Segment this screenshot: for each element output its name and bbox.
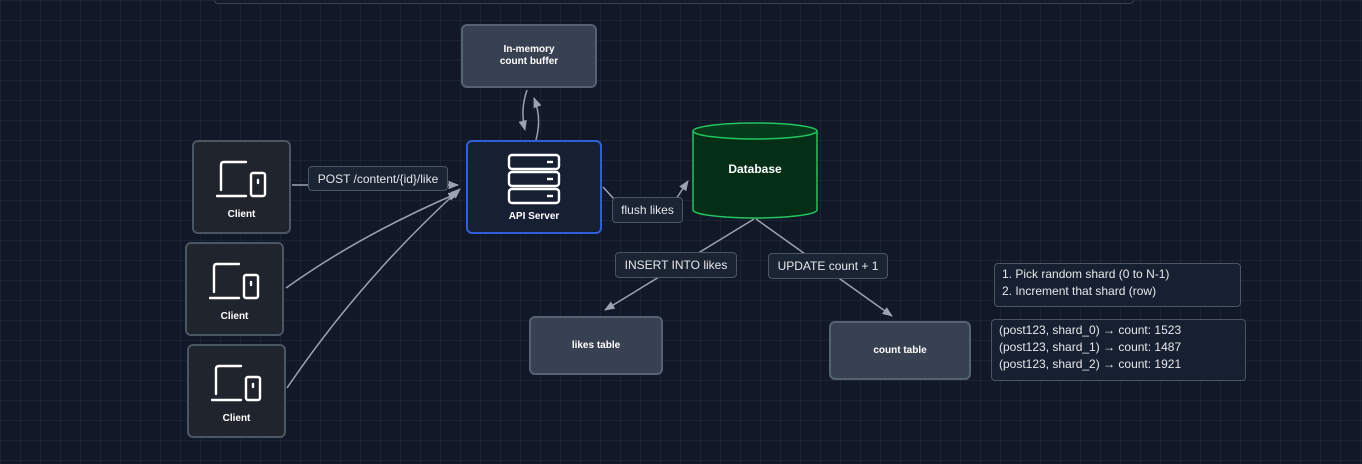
edge-client3-api bbox=[286, 188, 461, 389]
api-server-node[interactable]: API Server bbox=[466, 140, 602, 234]
edge-client2-api bbox=[285, 192, 459, 289]
device-icon bbox=[210, 364, 261, 402]
count-buffer-label-line2: count buffer bbox=[499, 56, 559, 67]
note-step-2: 2. Increment that shard (row) bbox=[1002, 284, 1157, 298]
client-node-3[interactable]: Client bbox=[187, 344, 286, 438]
client-label: Client bbox=[227, 209, 256, 220]
shard-counts-note: (post123, shard_0) → count: 1523 (post12… bbox=[991, 319, 1246, 381]
api-server-label: API Server bbox=[508, 210, 560, 222]
server-rack-icon bbox=[507, 153, 561, 204]
client-label: Client bbox=[220, 311, 249, 322]
count-buffer-label-line1: In-memory bbox=[503, 44, 555, 55]
edge-label-insert: INSERT INTO likes bbox=[615, 252, 737, 278]
edge-label-update: UPDATE count + 1 bbox=[768, 253, 888, 279]
shard-row: (post123, shard_1) → count: 1487 bbox=[999, 340, 1182, 354]
note-step-1: 1. Pick random shard (0 to N-1) bbox=[1002, 267, 1170, 281]
likes-table-node[interactable]: likes table bbox=[529, 316, 663, 375]
edge-label-post-like: POST /content/{id}/like bbox=[308, 166, 448, 191]
database-cylinder bbox=[692, 122, 818, 219]
count-table-node[interactable]: count table bbox=[829, 321, 971, 380]
edge-label-flush: flush likes bbox=[612, 197, 683, 223]
count-table-label: count table bbox=[873, 344, 927, 356]
count-buffer-node[interactable]: In-memory count buffer bbox=[461, 24, 597, 88]
device-icon bbox=[215, 160, 266, 198]
shard-row: (post123, shard_0) → count: 1523 bbox=[999, 323, 1182, 337]
database-label: Database bbox=[728, 162, 782, 176]
client-label: Client bbox=[222, 413, 251, 424]
likes-table-label: likes table bbox=[571, 339, 621, 351]
device-icon bbox=[208, 262, 259, 300]
client-node-2[interactable]: Client bbox=[185, 242, 284, 336]
edge-buffer-api bbox=[518, 89, 528, 132]
edge-api-buffer bbox=[533, 97, 542, 141]
client-node-1[interactable]: Client bbox=[192, 140, 291, 234]
edge-api-database bbox=[602, 181, 688, 200]
shard-row: (post123, shard_2) → count: 1921 bbox=[999, 357, 1182, 371]
sharding-steps-note: 1. Pick random shard (0 to N-1) 2. Incre… bbox=[994, 263, 1241, 307]
